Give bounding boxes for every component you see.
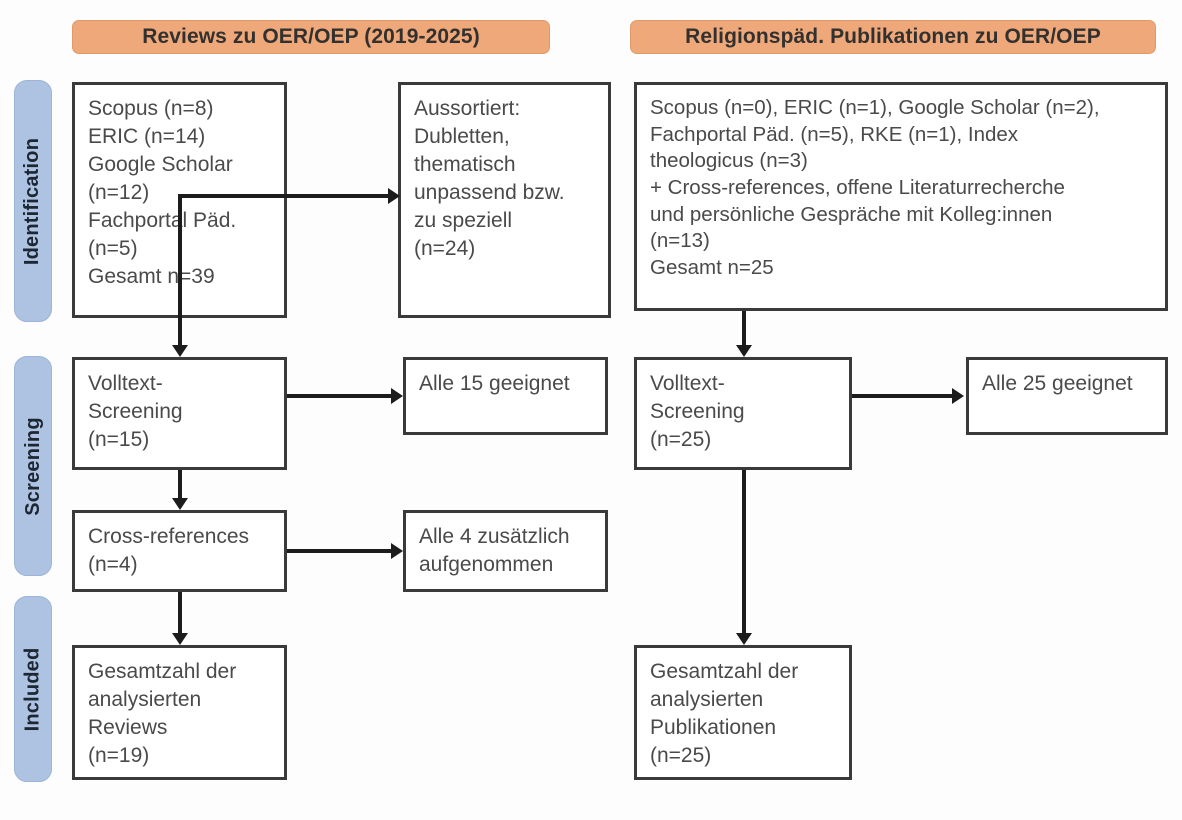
column-header-right: Religionspäd. Publikationen zu OER/OEP bbox=[630, 20, 1156, 54]
stage-label-screening: Screening bbox=[14, 356, 52, 576]
left-excluded-box: Aussortiert: Dubletten, thematisch unpas… bbox=[398, 82, 611, 318]
stage-label-included-text: Included bbox=[21, 647, 44, 731]
right-fulltext-result-box: Alle 25 geeignet bbox=[966, 357, 1168, 435]
connector-left-crossref-to-result bbox=[287, 549, 393, 553]
arrow-left-fulltext-to-crossref bbox=[172, 498, 188, 510]
left-crossreferences-result-box: Alle 4 zusätzlich aufgenommen bbox=[403, 510, 608, 592]
arrow-right-fulltext-to-included bbox=[736, 633, 752, 645]
left-identification-box: Scopus (n=8) ERIC (n=14) Google Scholar … bbox=[72, 82, 287, 318]
arrow-right-fulltext-to-result bbox=[952, 388, 964, 404]
connector-right-ident-to-fulltext bbox=[742, 311, 746, 345]
arrow-left-fulltext-to-result bbox=[391, 388, 403, 404]
connector-right-fulltext-to-included bbox=[742, 470, 746, 633]
connector-left-fulltext-to-result bbox=[287, 394, 393, 398]
right-included-box: Gesamtzahl der analysierten Publikatione… bbox=[634, 645, 852, 780]
connector-right-fulltext-to-result bbox=[852, 394, 954, 398]
connector-left-ident-to-fulltext bbox=[178, 318, 182, 345]
left-fulltext-result-box: Alle 15 geeignet bbox=[403, 357, 608, 435]
arrow-right-ident-to-fulltext bbox=[736, 345, 752, 357]
left-fulltext-screening-box: Volltext- Screening (n=15) bbox=[72, 357, 287, 470]
left-crossreferences-box: Cross-references (n=4) bbox=[72, 510, 287, 592]
arrow-left-ident-to-excluded bbox=[388, 188, 400, 204]
connector-left-ident-to-excluded bbox=[178, 194, 392, 198]
arrow-left-ident-to-fulltext bbox=[172, 345, 188, 357]
left-included-box: Gesamtzahl der analysierten Reviews (n=1… bbox=[72, 645, 287, 780]
column-header-left: Reviews zu OER/OEP (2019-2025) bbox=[72, 20, 550, 54]
right-fulltext-screening-box: Volltext- Screening (n=25) bbox=[634, 357, 852, 470]
stage-label-screening-text: Screening bbox=[21, 416, 44, 516]
arrow-left-crossref-to-result bbox=[391, 543, 403, 559]
stage-label-identification: Identification bbox=[14, 80, 52, 322]
arrow-left-crossref-to-included bbox=[172, 633, 188, 645]
connector-left-crossref-to-included bbox=[178, 592, 182, 633]
right-identification-box: Scopus (n=0), ERIC (n=1), Google Scholar… bbox=[634, 82, 1168, 311]
connector-left-ident-stub bbox=[178, 194, 182, 318]
connector-left-fulltext-to-crossref bbox=[178, 470, 182, 498]
stage-label-identification-text: Identification bbox=[21, 137, 44, 265]
stage-label-included: Included bbox=[14, 596, 52, 782]
